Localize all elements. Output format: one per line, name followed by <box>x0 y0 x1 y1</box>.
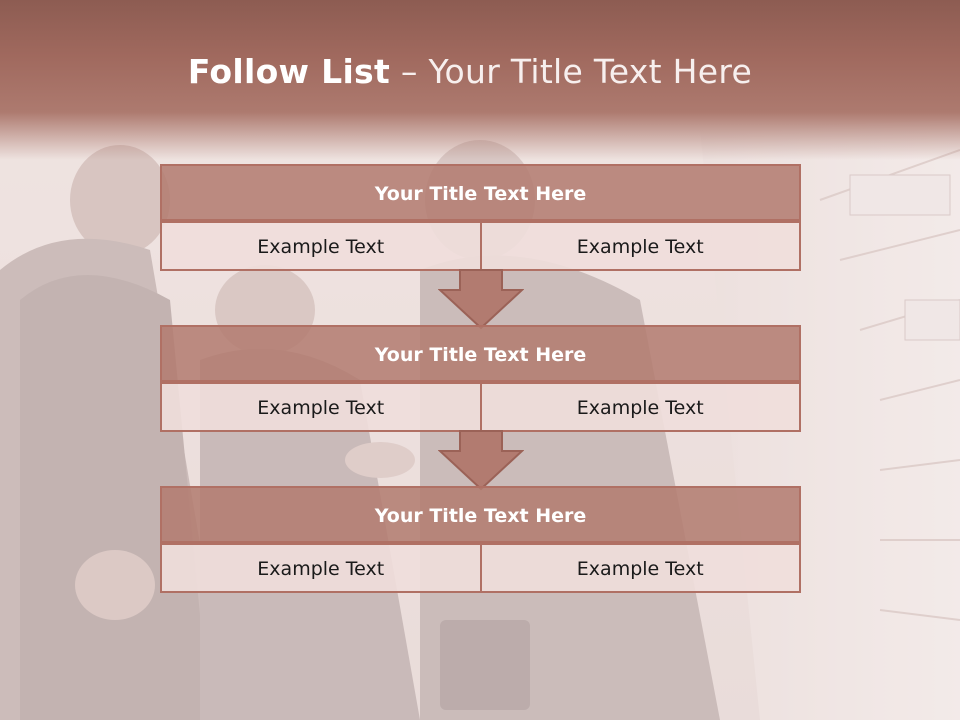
block-title[interactable]: Your Title Text Here <box>160 164 801 221</box>
block-row: Example Text Example Text <box>160 221 801 271</box>
example-text-cell-right[interactable]: Example Text <box>480 221 801 271</box>
block-row: Example Text Example Text <box>160 543 801 593</box>
down-arrow-icon <box>438 269 524 330</box>
example-text-cell-left[interactable]: Example Text <box>160 382 481 432</box>
example-text-cell-right[interactable]: Example Text <box>480 382 801 432</box>
block-title[interactable]: Your Title Text Here <box>160 486 801 543</box>
title-bold: Follow List <box>187 52 391 91</box>
title-rest: Your Title Text Here <box>428 52 753 91</box>
list-block-3: Your Title Text Here Example Text Exampl… <box>160 486 801 593</box>
block-row: Example Text Example Text <box>160 382 801 432</box>
example-text-cell-left[interactable]: Example Text <box>160 221 481 271</box>
slide-title[interactable]: Follow List – Your Title Text Here <box>0 52 940 91</box>
list-block-1: Your Title Text Here Example Text Exampl… <box>160 164 801 271</box>
title-separator: – <box>390 52 429 91</box>
title-band <box>0 0 960 160</box>
example-text-cell-left[interactable]: Example Text <box>160 543 481 593</box>
down-arrow-icon <box>438 430 524 491</box>
example-text-cell-right[interactable]: Example Text <box>480 543 801 593</box>
block-title[interactable]: Your Title Text Here <box>160 325 801 382</box>
list-block-2: Your Title Text Here Example Text Exampl… <box>160 325 801 432</box>
